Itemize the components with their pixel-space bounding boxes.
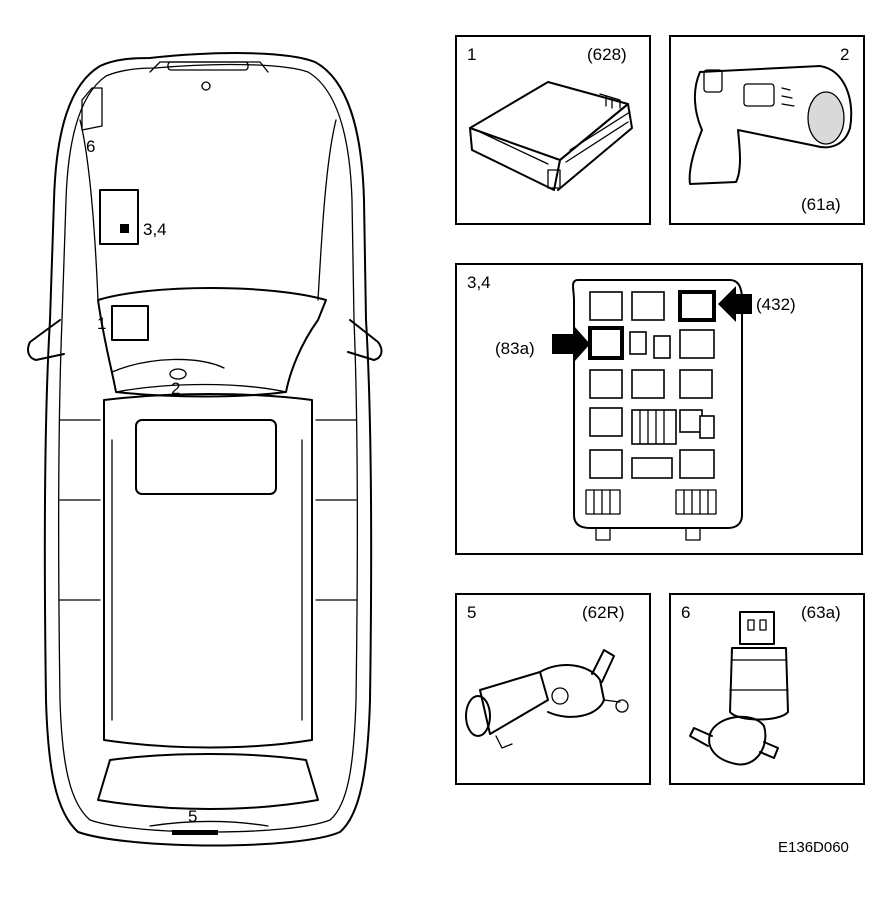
washer-pump-illustration: [689, 611, 789, 766]
panel-1-number: 1: [467, 45, 476, 64]
cowl-line: [115, 383, 287, 393]
hood-left-line: [79, 119, 99, 301]
stalk-switch-illustration: [688, 65, 853, 185]
fuse-box-marker: [99, 189, 139, 245]
arrow-83a: [552, 326, 590, 362]
tailgate-line: [149, 820, 269, 827]
car-top-view: 1 2 3,4 5 6: [27, 52, 383, 847]
panel-1: 1 (628): [455, 35, 651, 225]
panel-2-ref: (61a): [801, 195, 841, 214]
grille-bar: [167, 61, 249, 71]
panel-6-ref: (63a): [801, 603, 841, 622]
figure-code: E136D060: [778, 839, 849, 856]
callout-2: 2: [171, 379, 180, 398]
panel-5-number: 5: [467, 603, 476, 622]
control-module-illustration: [469, 81, 633, 191]
right-mirror: [347, 319, 383, 361]
sunroof: [135, 419, 277, 495]
panel-6-frame: [669, 593, 865, 785]
switch-marker: [169, 368, 187, 380]
panel-5-frame: [455, 593, 651, 785]
washer-pump-marker: [81, 87, 103, 131]
panel-1-frame: [455, 35, 651, 225]
panel-3-4-number: 3,4: [467, 273, 491, 292]
wiper-motor-illustration: [465, 649, 629, 749]
windscreen: [97, 287, 327, 398]
callout-3-4: 3,4: [143, 220, 167, 239]
left-door-lines: [59, 419, 101, 601]
arrow-432: [718, 286, 752, 322]
panel-5: 5 (62R): [455, 593, 651, 785]
panel-1-ref: (628): [587, 45, 627, 64]
wiper-arc: [111, 358, 225, 373]
hood-emblem: [201, 81, 211, 91]
right-door-lines: [315, 419, 357, 601]
panel-2: 2 (61a): [669, 35, 865, 225]
panel-3-4-ref-right: (432): [756, 295, 796, 314]
callout-1: 1: [97, 314, 106, 333]
fuse-box-illustration: [572, 279, 743, 541]
panel-6-number: 6: [681, 603, 690, 622]
rear-window: [97, 753, 319, 810]
car-body-inner-line: [58, 63, 358, 833]
control-module-marker: [111, 305, 149, 341]
panel-2-number: 2: [840, 45, 849, 64]
car-body-outline: [43, 52, 373, 847]
panel-3-4: 3,4 (83a) (432): [455, 263, 863, 555]
panel-5-ref: (62R): [582, 603, 625, 622]
callout-5: 5: [188, 807, 197, 826]
callout-6: 6: [86, 137, 95, 156]
panel-6: 6 (63a): [669, 593, 865, 785]
rear-wiper-motor-mark: [172, 830, 218, 835]
panel-3-4-ref-left: (83a): [495, 339, 535, 358]
roof: [103, 393, 313, 749]
hood-right-line: [317, 119, 337, 301]
fuse-box-dot: [120, 224, 129, 233]
left-mirror: [27, 319, 65, 361]
